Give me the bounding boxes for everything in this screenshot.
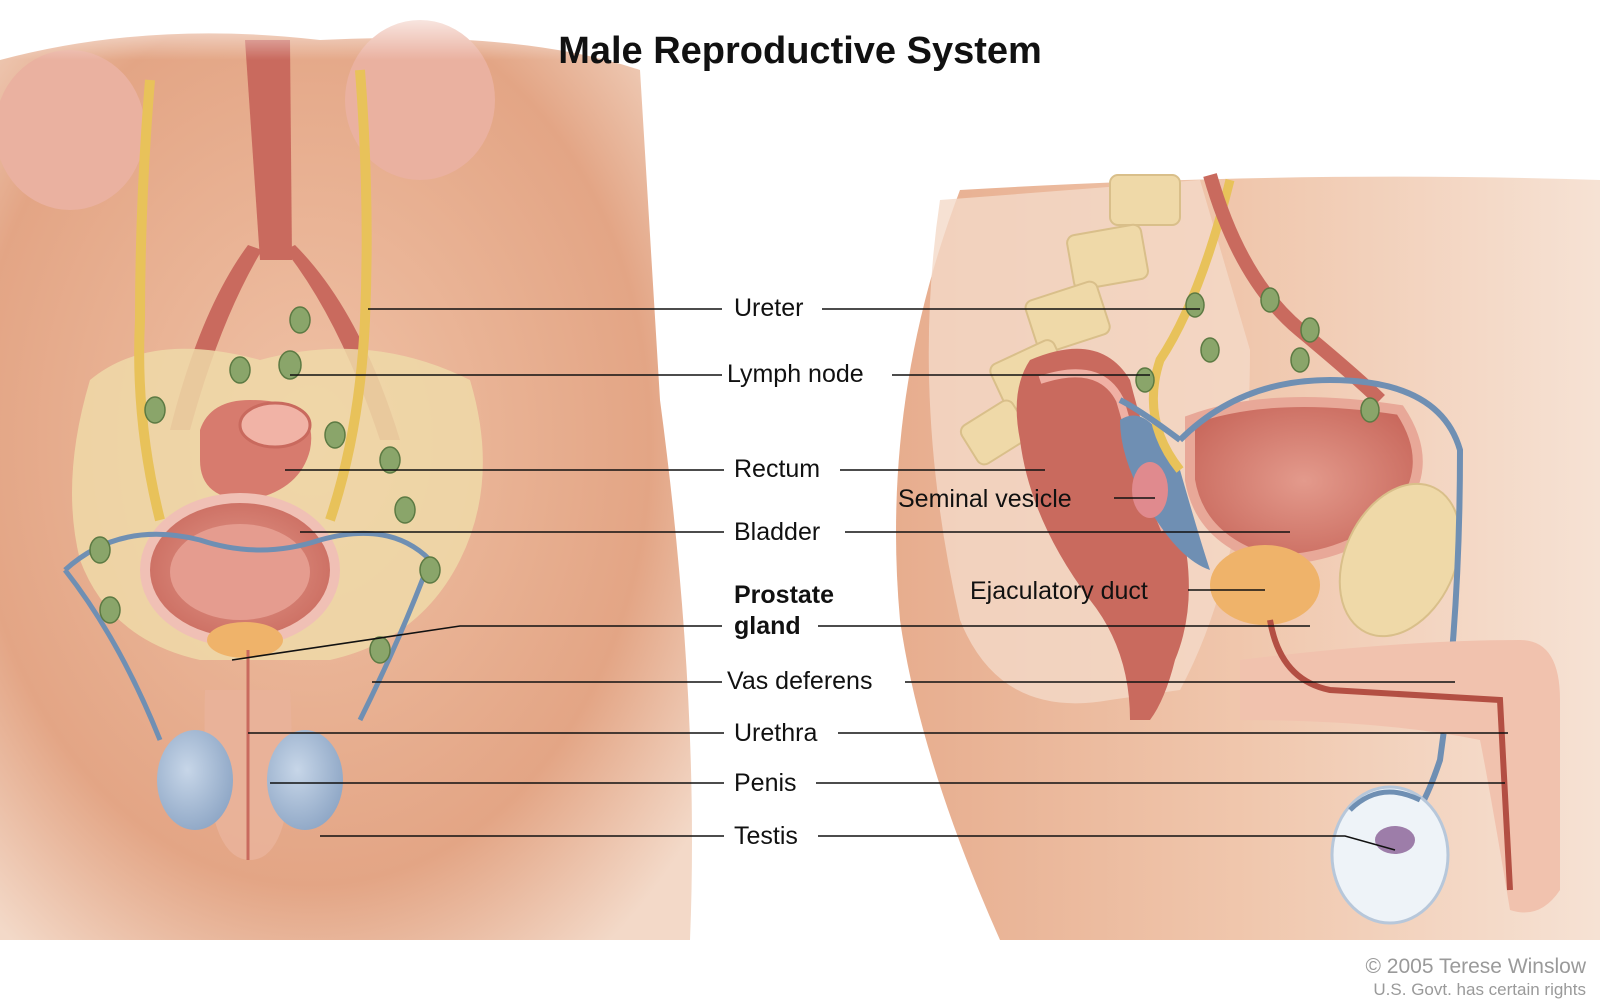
side-view <box>896 173 1600 940</box>
label-ejaculatory-duct: Ejaculatory duct <box>970 577 1148 605</box>
label-testis: Testis <box>734 822 798 850</box>
diagram-title: Male Reproductive System <box>558 30 1042 72</box>
label-ureter: Ureter <box>734 294 804 322</box>
label-rectum: Rectum <box>734 455 821 483</box>
rights-notice: U.S. Govt. has certain rights <box>1373 980 1586 999</box>
label-prostate-gland-line2: gland <box>734 612 801 640</box>
leader-lines <box>231 308 1508 851</box>
label-prostate-gland-line1: Prostate <box>734 581 835 609</box>
label-vas-deferens: Vas deferens <box>727 667 873 695</box>
label-urethra: Urethra <box>734 719 818 747</box>
label-lymph-node: Lymph node <box>727 360 864 388</box>
label-bladder: Bladder <box>734 518 821 546</box>
front-view <box>0 0 700 941</box>
label-penis: Penis <box>734 769 797 797</box>
label-seminal-vesicle: Seminal vesicle <box>898 485 1072 513</box>
copyright-credit: © 2005 Terese Winslow <box>1365 955 1586 978</box>
